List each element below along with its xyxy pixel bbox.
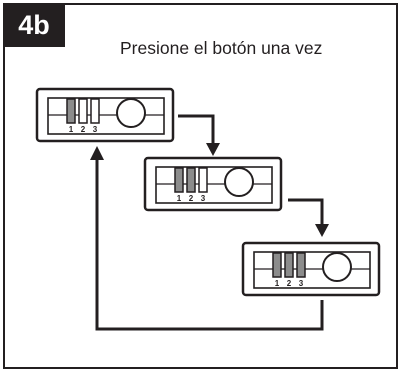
- indicator-bar-3: [296, 252, 306, 278]
- arrow-1-to-2: [178, 114, 220, 156]
- indicator-bar-2: [186, 167, 196, 193]
- indicator-digit-1: 1: [69, 125, 74, 134]
- indicator-bar-3: [198, 167, 208, 193]
- arrow-3-to-1-loop: [90, 146, 324, 331]
- push-button-icon: [322, 252, 352, 282]
- instruction-text: Presione el botón una vez: [120, 38, 323, 58]
- push-button-icon: [224, 167, 254, 197]
- step-label: 4b: [3, 3, 65, 47]
- device-face: [253, 251, 371, 289]
- indicator-digit-3: 3: [201, 194, 206, 203]
- arrow-2-to-3: [288, 198, 329, 237]
- indicator-digit-2: 2: [81, 125, 86, 134]
- indicator-bar-1: [66, 98, 76, 124]
- push-button-icon: [116, 98, 146, 128]
- indicator-digit-1: 1: [177, 194, 182, 203]
- indicator-bar-2: [284, 252, 294, 278]
- indicator-bar-1: [272, 252, 282, 278]
- device-face: [47, 97, 165, 135]
- device-face: [155, 166, 273, 204]
- indicator-bar-2: [78, 98, 88, 124]
- indicator-digit-2: 2: [189, 194, 194, 203]
- indicator-digit-1: 1: [275, 279, 280, 288]
- indicator-bar-3: [90, 98, 100, 124]
- indicator-digit-3: 3: [93, 125, 98, 134]
- indicator-digit-3: 3: [299, 279, 304, 288]
- indicator-bar-1: [174, 167, 184, 193]
- indicator-digit-2: 2: [287, 279, 292, 288]
